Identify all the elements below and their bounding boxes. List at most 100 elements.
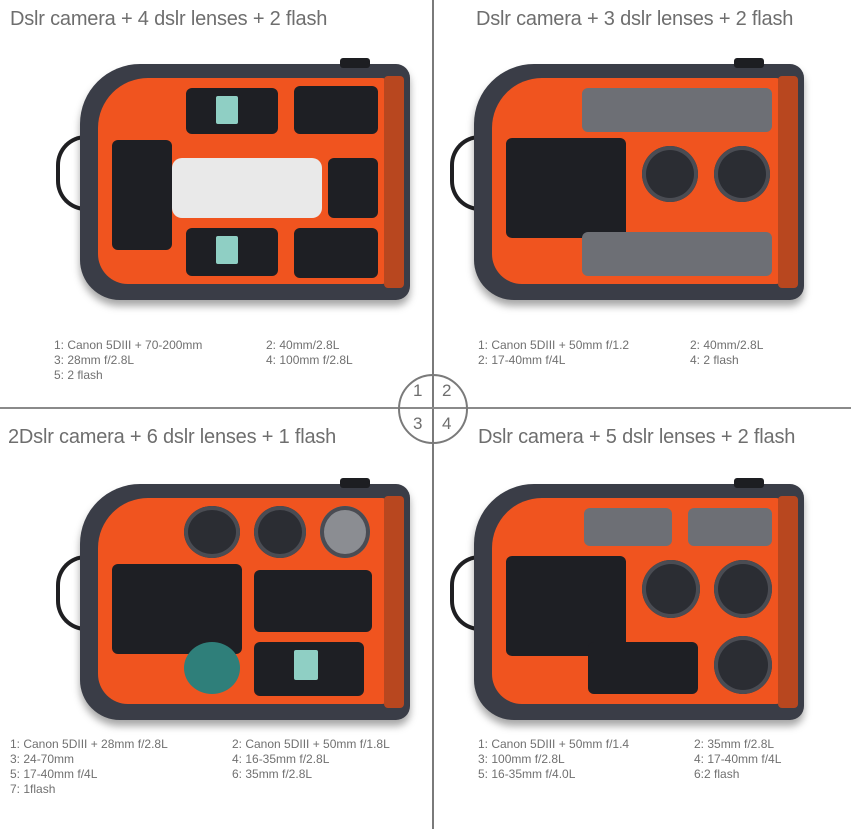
panel-title: Dslr camera + 3 dslr lenses + 2 flash — [476, 8, 794, 30]
caption-item: 2: 35mm f/2.8L — [694, 737, 775, 751]
flash-unit — [584, 508, 672, 546]
padded-interior — [492, 78, 782, 284]
padded-interior — [98, 78, 388, 284]
bag-shell — [474, 478, 804, 720]
panel-4: Dslr camera + 5 dslr lenses + 2 flash 1:… — [426, 410, 851, 824]
caption-item: 2: 17-40mm f/4L — [478, 353, 566, 367]
caption-item: 5: 16-35mm f/4.0L — [478, 767, 576, 781]
panel-2: Dslr camera + 3 dslr lenses + 2 flash 1:… — [426, 0, 851, 414]
lens — [294, 228, 378, 278]
zipper-pull — [734, 58, 764, 68]
panel-caption: 1: Canon 5DIII + 28mm f/2.8L 2: Canon 5DI… — [10, 737, 390, 797]
flash-unit — [582, 232, 772, 276]
panel-title: Dslr camera + 4 dslr lenses + 2 flash — [10, 8, 328, 30]
lens-cap — [320, 506, 370, 558]
lid-flap — [778, 76, 798, 288]
caption-row: 5: 16-35mm f/4.0L 6:2 flash — [478, 767, 781, 782]
zipper-pull — [734, 478, 764, 488]
caption-row: 1: Canon 5DIII + 50mm f/1.2 2: 40mm/2.8L — [478, 338, 763, 353]
lens-cap — [642, 146, 698, 202]
dslr-camera — [112, 140, 172, 250]
quadrant-label-3: 3 — [413, 414, 423, 433]
dslr-camera — [506, 138, 626, 238]
caption-row: 3: 28mm f/2.8L 4: 100mm f/2.8L — [54, 353, 353, 368]
bag-handle-icon — [56, 555, 96, 631]
caption-row: 1: Canon 5DIII + 28mm f/2.8L 2: Canon 5DI… — [10, 737, 390, 752]
panel-caption: 1: Canon 5DIII + 70-200mm 2: 40mm/2.8L 3:… — [54, 338, 353, 383]
lid-flap — [384, 496, 404, 708]
caption-row: 5: 2 flash — [54, 368, 353, 383]
flash-unit — [254, 642, 364, 696]
flash-unit — [582, 88, 772, 132]
telephoto-lens — [172, 158, 322, 218]
lid-flap — [384, 76, 404, 288]
camera-bag-image — [56, 50, 410, 300]
caption-item: 1: Canon 5DIII + 28mm f/2.8L — [10, 737, 168, 751]
caption-item: 3: 100mm f/2.8L — [478, 752, 565, 766]
lens — [714, 146, 770, 202]
caption-item: 5: 2 flash — [54, 368, 103, 382]
flash-unit — [186, 228, 278, 276]
flash-unit — [186, 88, 278, 134]
caption-row: 7: 1flash — [10, 782, 390, 797]
lens-cap — [714, 560, 772, 618]
lens — [328, 158, 378, 218]
caption-item: 5: 17-40mm f/4L — [10, 767, 98, 781]
lens — [588, 642, 698, 694]
padded-interior — [98, 498, 388, 704]
caption-item: 1: Canon 5DIII + 50mm f/1.4 — [478, 737, 630, 751]
panel-title: Dslr camera + 5 dslr lenses + 2 flash — [478, 426, 796, 448]
dslr-camera — [254, 570, 372, 632]
caption-item: 4: 2 flash — [690, 353, 739, 367]
bag-handle-icon — [56, 135, 96, 211]
panel-title: 2Dslr camera + 6 dslr lenses + 1 flash — [8, 426, 337, 448]
quadrant-label-1: 1 — [413, 381, 423, 400]
caption-row: 1: Canon 5DIII + 70-200mm 2: 40mm/2.8L — [54, 338, 353, 353]
panel-3: 2Dslr camera + 6 dslr lenses + 1 flash 1… — [0, 410, 425, 824]
caption-item: 2: 40mm/2.8L — [690, 338, 764, 352]
quadrant-label-4: 4 — [442, 414, 452, 433]
bag-shell — [80, 58, 410, 300]
lens-cap — [254, 506, 306, 558]
caption-item: 2: 40mm/2.8L — [266, 338, 340, 352]
lens — [714, 636, 772, 694]
caption-item: 3: 24-70mm — [10, 752, 75, 766]
caption-item: 6:2 flash — [694, 767, 740, 781]
caption-row: 1: Canon 5DIII + 50mm f/1.4 2: 35mm f/2.8… — [478, 737, 781, 752]
dslr-camera — [112, 564, 242, 654]
lens-cap — [642, 560, 700, 618]
caption-item: 7: 1flash — [10, 782, 56, 796]
caption-item: 2: Canon 5DIII + 50mm f/1.8L — [232, 737, 390, 751]
lid-flap — [778, 496, 798, 708]
caption-item: 1: Canon 5DIII + 70-200mm — [54, 338, 203, 352]
camera-bag-image — [450, 50, 804, 300]
flash-unit — [688, 508, 772, 546]
wide-angle-lens — [184, 642, 240, 694]
caption-item: 4: 100mm f/2.8L — [266, 353, 353, 367]
panel-1: Dslr camera + 4 dslr lenses + 2 flash 1:… — [0, 0, 425, 414]
camera-bag-image — [450, 470, 804, 720]
caption-item: 4: 16-35mm f/2.8L — [232, 752, 330, 766]
caption-row: 2: 17-40mm f/4L 4: 2 flash — [478, 353, 763, 368]
camera-bag-image — [56, 470, 410, 720]
panel-caption: 1: Canon 5DIII + 50mm f/1.4 2: 35mm f/2.8… — [478, 737, 781, 782]
caption-row: 3: 100mm f/2.8L 4: 17-40mm f/4L — [478, 752, 781, 767]
bag-shell — [474, 58, 804, 300]
caption-row: 3: 24-70mm 4: 16-35mm f/2.8L — [10, 752, 390, 767]
caption-item: 1: Canon 5DIII + 50mm f/1.2 — [478, 338, 630, 352]
bag-shell — [80, 478, 410, 720]
padded-interior — [492, 498, 782, 704]
zipper-pull — [340, 58, 370, 68]
caption-item: 3: 28mm f/2.8L — [54, 353, 135, 367]
quadrant-marker — [398, 374, 468, 444]
dslr-camera — [506, 556, 626, 656]
lens-cap — [184, 506, 240, 558]
caption-item: 4: 17-40mm f/4L — [694, 752, 782, 766]
zipper-pull — [340, 478, 370, 488]
lens — [294, 86, 378, 134]
quadrant-label-2: 2 — [442, 381, 452, 400]
caption-row: 5: 17-40mm f/4L 6: 35mm f/2.8L — [10, 767, 390, 782]
caption-item: 6: 35mm f/2.8L — [232, 767, 313, 781]
bag-handle-icon — [450, 555, 490, 631]
